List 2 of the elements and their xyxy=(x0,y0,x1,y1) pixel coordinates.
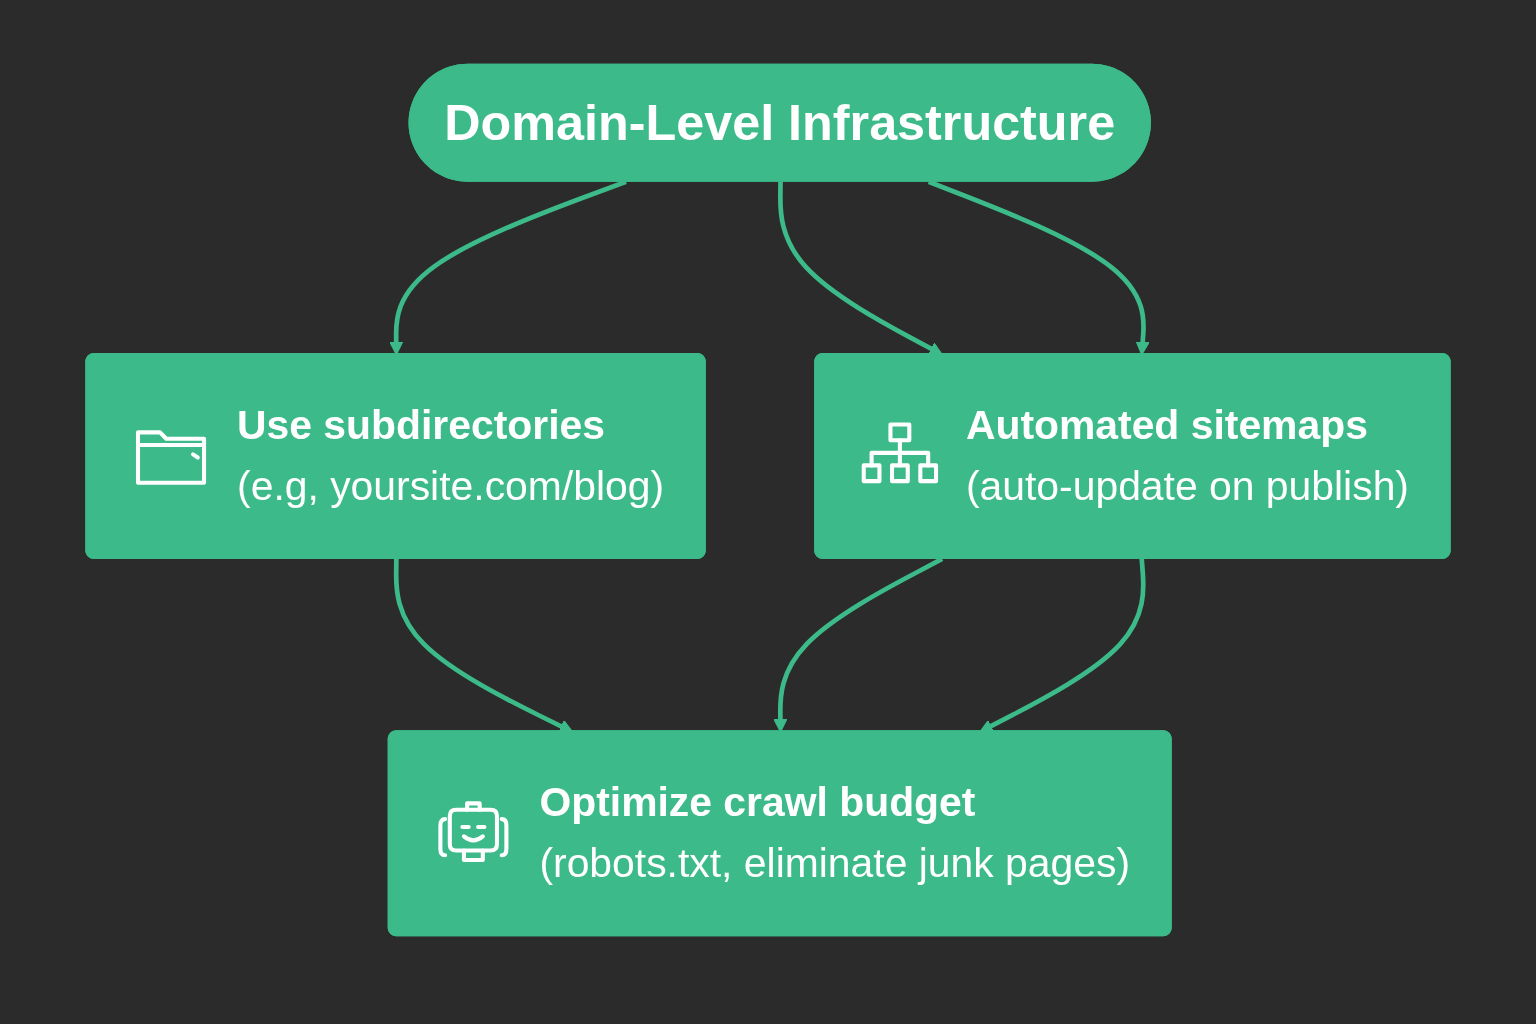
arrow xyxy=(393,558,574,733)
arrow xyxy=(979,558,1146,733)
